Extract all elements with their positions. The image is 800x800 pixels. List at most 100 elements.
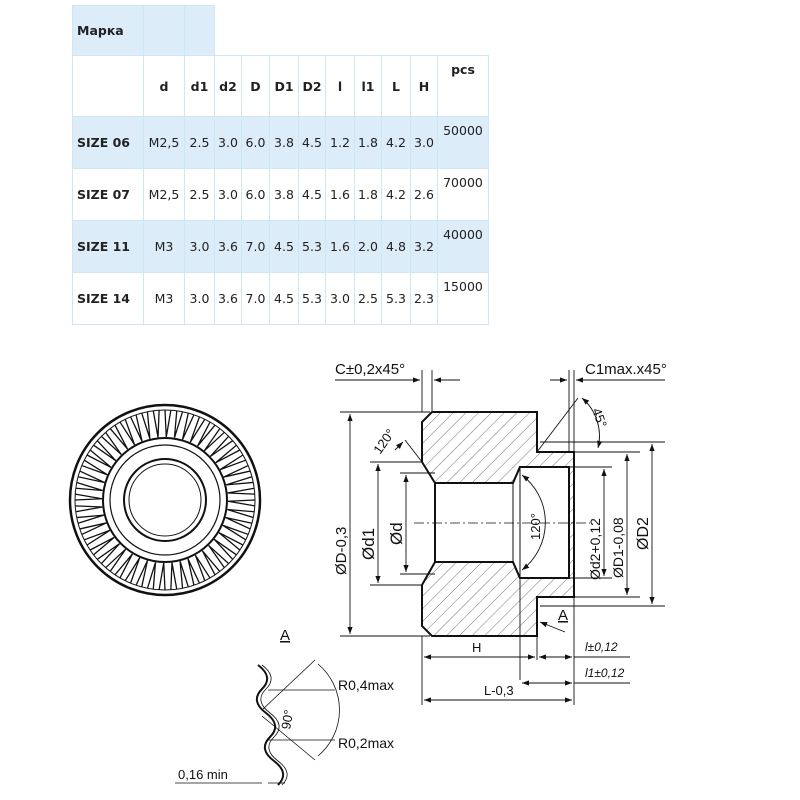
chamfer-left-label: C±0,2x45° bbox=[335, 361, 405, 378]
knurl-tooth bbox=[93, 440, 117, 462]
knurl-tooth bbox=[222, 524, 249, 541]
cell-pcs: 70000 bbox=[437, 168, 489, 221]
knurl-tooth bbox=[76, 514, 105, 524]
knurl-tooth bbox=[74, 493, 103, 501]
cell-l1: 1.8 bbox=[354, 168, 382, 221]
knurl-tooth bbox=[179, 560, 189, 589]
knurl-tooth bbox=[197, 421, 216, 447]
tooth-profile-detail bbox=[175, 659, 340, 786]
knurl-tooth bbox=[170, 562, 178, 590]
cell-pcs: 40000 bbox=[437, 220, 489, 273]
knurl-tooth bbox=[164, 409, 172, 438]
row-label: SIZE 11 bbox=[72, 220, 144, 273]
angle-90-label: 90° bbox=[278, 709, 296, 731]
cell-d1: 2.5 bbox=[184, 168, 215, 221]
min-016-label: 0,16 min bbox=[178, 767, 228, 782]
radius-02-label: R0,2max bbox=[338, 735, 394, 751]
knurl-tooth bbox=[105, 548, 127, 572]
cell-l: 1.6 bbox=[325, 220, 355, 273]
knurl-tooth bbox=[225, 476, 254, 486]
knurl-tooth bbox=[219, 454, 246, 471]
cell-l: 1.6 bbox=[325, 168, 355, 221]
chamfer-right-label: C1max.x45° bbox=[585, 361, 667, 378]
dim-d2-label: Ød2+0,12 bbox=[587, 518, 603, 580]
knurl-tooth bbox=[119, 419, 136, 446]
cell-d1: 2.5 bbox=[184, 116, 215, 169]
cell-d: M2,5 bbox=[143, 116, 185, 169]
knurl-tooth bbox=[75, 505, 103, 513]
column-header-d2: D2 bbox=[298, 55, 326, 117]
cell-d: M2,5 bbox=[143, 168, 185, 221]
knurl-tooth bbox=[173, 410, 184, 438]
cell-l: 4.8 bbox=[381, 220, 411, 273]
knurl-tooth bbox=[158, 562, 166, 591]
front-view bbox=[68, 403, 262, 597]
knurl-tooth bbox=[203, 428, 225, 452]
cell-pcs: 15000 bbox=[437, 272, 489, 325]
column-header-pcs: pcs bbox=[437, 55, 489, 117]
cell-d2: 4.5 bbox=[298, 168, 326, 221]
dim-l-label: l±0,12 bbox=[585, 640, 618, 654]
knurl-tooth bbox=[81, 459, 108, 476]
knurl-tooth bbox=[141, 411, 151, 440]
dimension-labels: C±0,2x45° C1max.x45° 45° 120° 120° ØD-0,… bbox=[333, 361, 667, 698]
knurl-tooth bbox=[146, 562, 157, 590]
cell-h: 2.3 bbox=[410, 272, 438, 325]
brand-header: Марка bbox=[72, 5, 144, 56]
knurl-tooth bbox=[208, 544, 230, 569]
dim-D2-label: ØD2 bbox=[635, 517, 652, 550]
cell-l: 5.3 bbox=[381, 272, 411, 325]
view-a-section-label: A bbox=[558, 607, 568, 624]
cell-l1: 2.5 bbox=[354, 272, 382, 325]
knurl-tooth bbox=[84, 529, 111, 546]
knurl-tooth bbox=[213, 538, 237, 560]
knurl-tooth bbox=[124, 557, 141, 584]
column-header-l1: l1 bbox=[354, 55, 382, 117]
cell-d2: 3.6 bbox=[214, 220, 242, 273]
cell-d1: 4.5 bbox=[269, 220, 299, 273]
knurl-tooth bbox=[209, 435, 234, 457]
cell-d: 7.0 bbox=[241, 272, 270, 325]
cell-l: 4.2 bbox=[381, 116, 411, 169]
cell-d: 7.0 bbox=[241, 220, 270, 273]
dim-L-label: L-0,3 bbox=[484, 683, 514, 698]
cell-l: 1.2 bbox=[325, 116, 355, 169]
knurl-tooth bbox=[96, 543, 121, 565]
knurl-tooth bbox=[75, 481, 103, 492]
cell-d2: 3.0 bbox=[214, 116, 242, 169]
dim-d1-label: Ød1 bbox=[359, 528, 378, 560]
dim-d-label: Ød bbox=[387, 522, 406, 545]
section-view bbox=[414, 411, 590, 637]
cell-d2: 3.0 bbox=[214, 168, 242, 221]
dim-D-label: ØD-0,3 bbox=[333, 527, 350, 575]
knurl-tooth bbox=[227, 487, 255, 495]
knurl-tooth bbox=[227, 508, 255, 519]
angle-120-inner-label: 120° bbox=[528, 513, 543, 540]
cell-d1: 3.8 bbox=[269, 116, 299, 169]
row-label: SIZE 06 bbox=[72, 116, 144, 169]
knurl-tooth bbox=[100, 431, 122, 456]
knurl-tooth bbox=[227, 499, 256, 507]
cell-d2: 5.3 bbox=[298, 220, 326, 273]
cell-pcs: 50000 bbox=[437, 116, 489, 169]
knurl-tooth bbox=[189, 416, 206, 443]
angle-120-left-label: 120° bbox=[370, 426, 398, 457]
dim-l1-label: l1±0,12 bbox=[585, 666, 625, 680]
column-header-d1: D1 bbox=[269, 55, 299, 117]
cell-d1: 4.5 bbox=[269, 272, 299, 325]
knurl-tooth bbox=[114, 553, 133, 579]
angle-45-label: 45° bbox=[589, 406, 610, 430]
dim-H-label: H bbox=[472, 640, 481, 655]
knurl-tooth bbox=[194, 554, 211, 581]
cell-d2: 4.5 bbox=[298, 116, 326, 169]
knurl-tooth bbox=[152, 410, 160, 438]
view-a-front-label: A bbox=[280, 627, 290, 644]
cell-d2: 5.3 bbox=[298, 272, 326, 325]
knurl-tooth bbox=[218, 532, 244, 551]
